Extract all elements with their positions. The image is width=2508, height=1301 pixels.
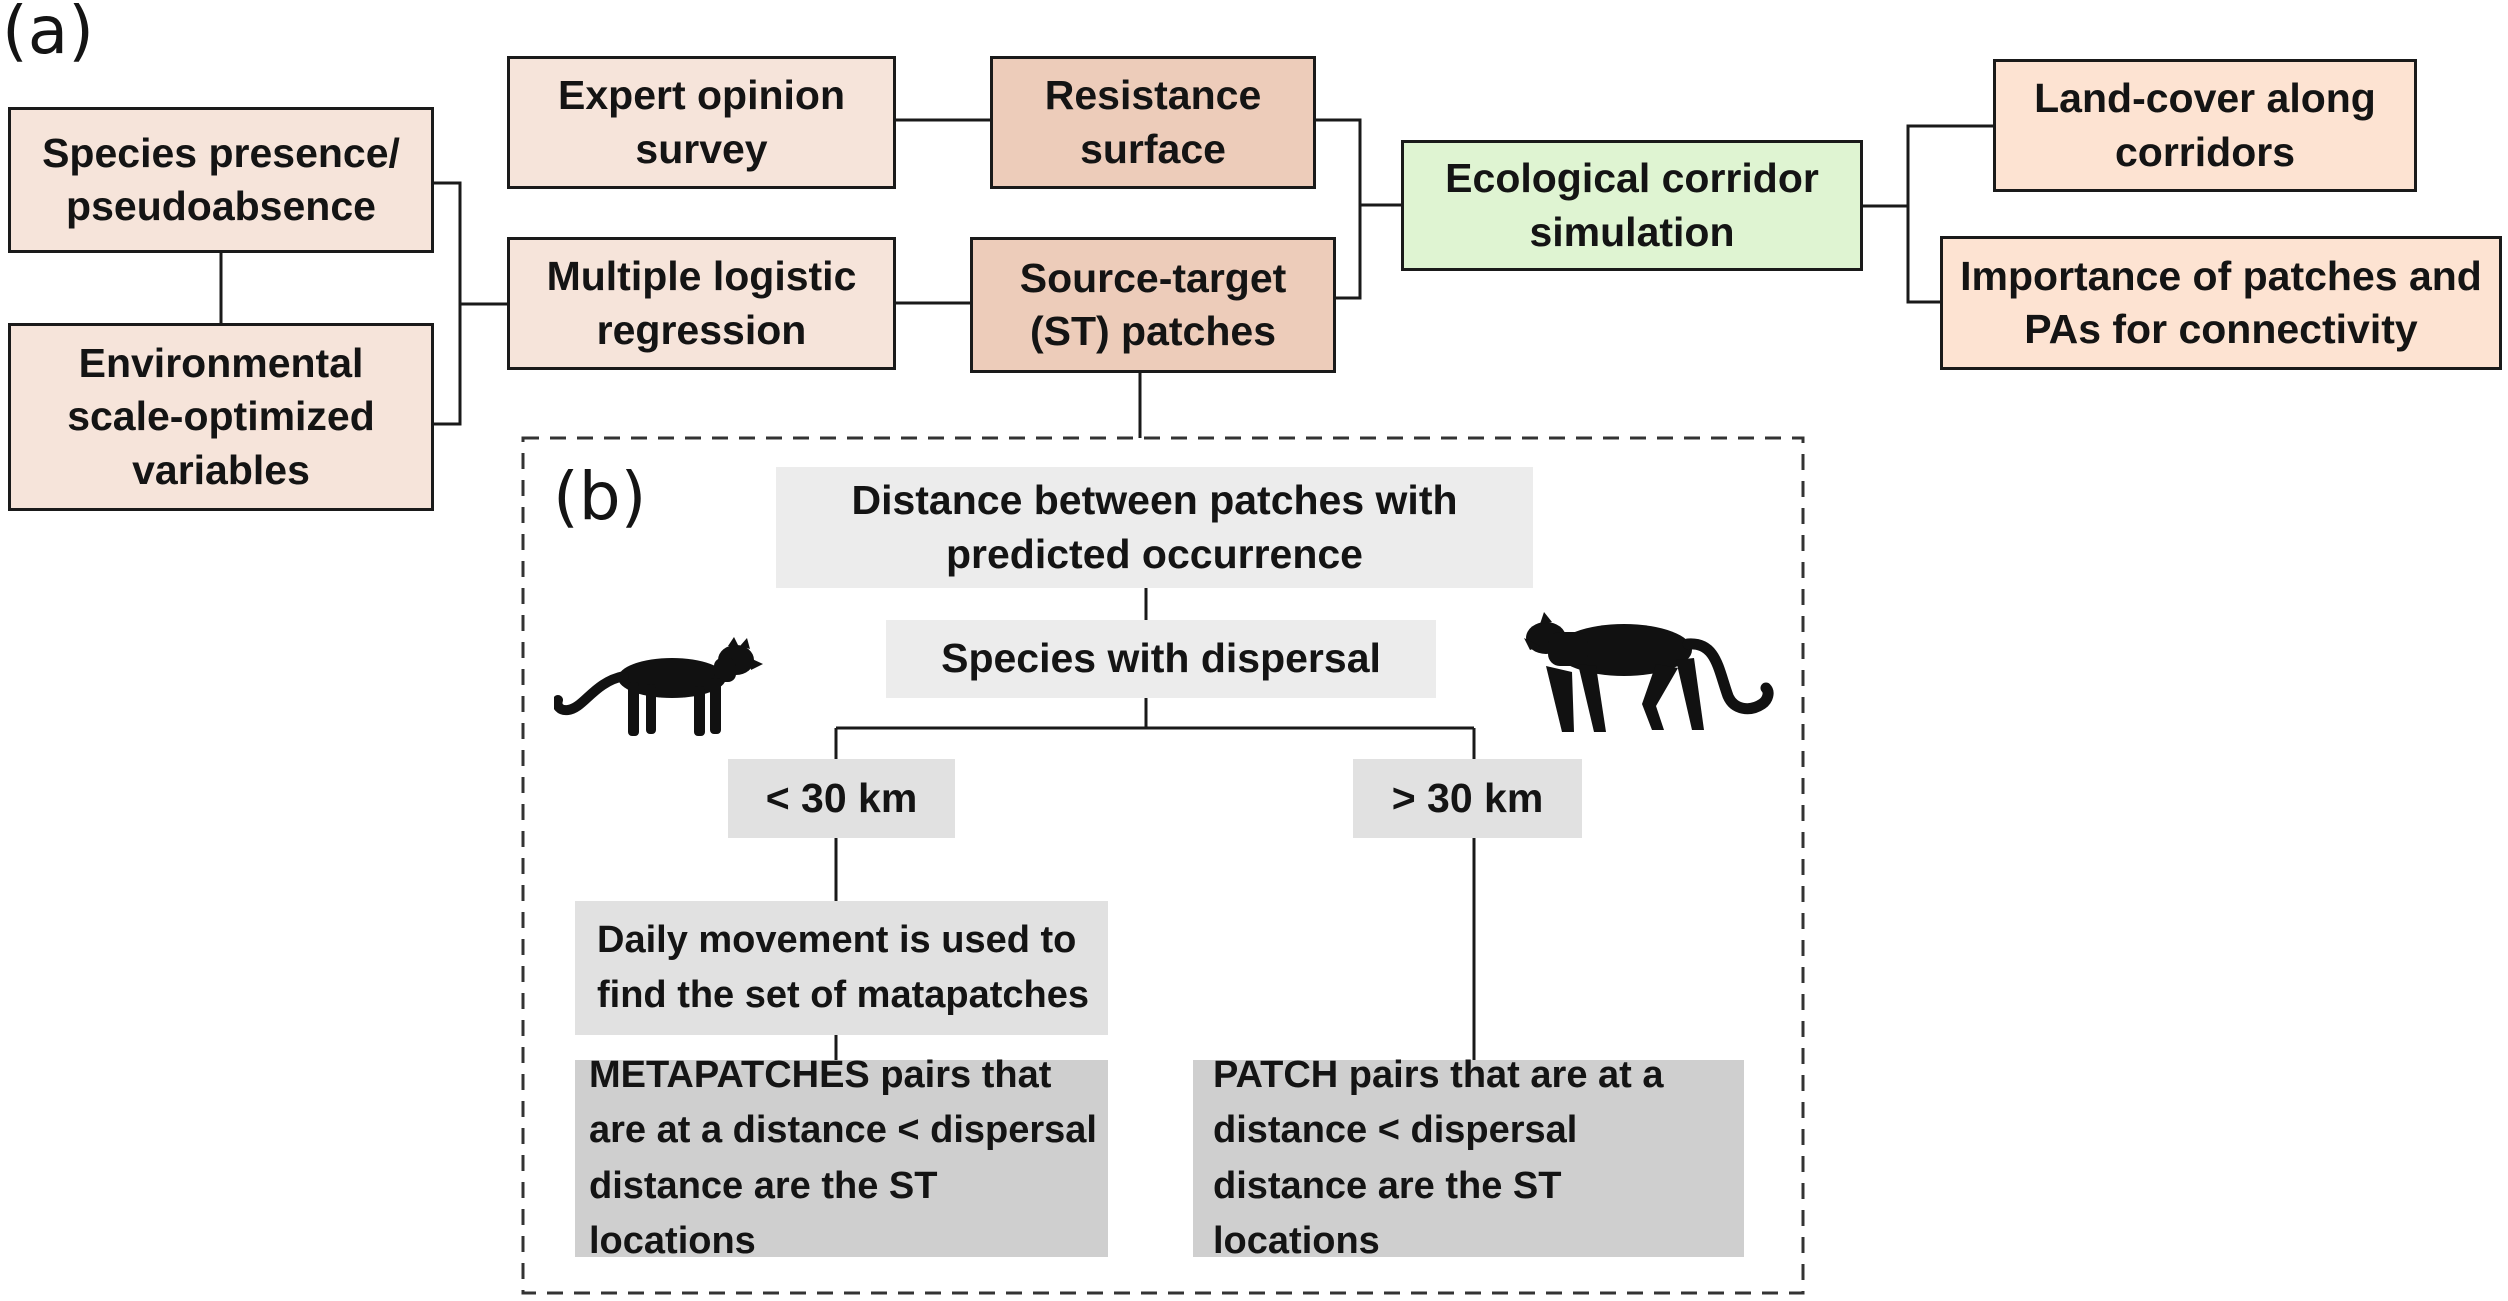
panel-b-dashed-frame bbox=[521, 436, 1805, 1295]
species-dispersal-box: Species with dispersal bbox=[886, 620, 1436, 698]
multiple-logistic-box: Multiple logistic regression bbox=[507, 237, 896, 370]
more-than-30km-box: > 30 km bbox=[1353, 759, 1582, 838]
panel-label-b: (b) bbox=[553, 458, 647, 535]
land-cover-box: Land-cover along corridors bbox=[1993, 59, 2417, 192]
ecological-corridor-box: Ecological corridor simulation bbox=[1401, 140, 1863, 271]
small-cat-silhouette-icon bbox=[554, 637, 763, 736]
resistance-surface-box: Resistance surface bbox=[990, 56, 1316, 189]
source-target-patches-box: Source-target (ST) patches bbox=[970, 237, 1336, 373]
patch-pairs-box: PATCH pairs that are at a distance < dis… bbox=[1193, 1054, 1744, 1262]
species-presence-box: Species presence/ pseudoabsence bbox=[8, 107, 434, 253]
less-than-30km-box: < 30 km bbox=[728, 759, 955, 838]
daily-movement-box: Daily movement is used to find the set o… bbox=[575, 901, 1108, 1035]
importance-patches-box: Importance of patches and PAs for connec… bbox=[1940, 236, 2502, 370]
panel-label-a: (a) bbox=[2, 0, 94, 69]
environmental-variables-box: Environmental scale-optimized variables bbox=[8, 323, 434, 511]
metapatches-pairs-box: METAPATCHES pairs that are at a distance… bbox=[575, 1054, 1108, 1262]
distance-between-patches-box: Distance between patches with predicted … bbox=[776, 467, 1533, 588]
expert-opinion-box: Expert opinion survey bbox=[507, 56, 896, 189]
puma-silhouette-icon bbox=[1524, 612, 1774, 732]
